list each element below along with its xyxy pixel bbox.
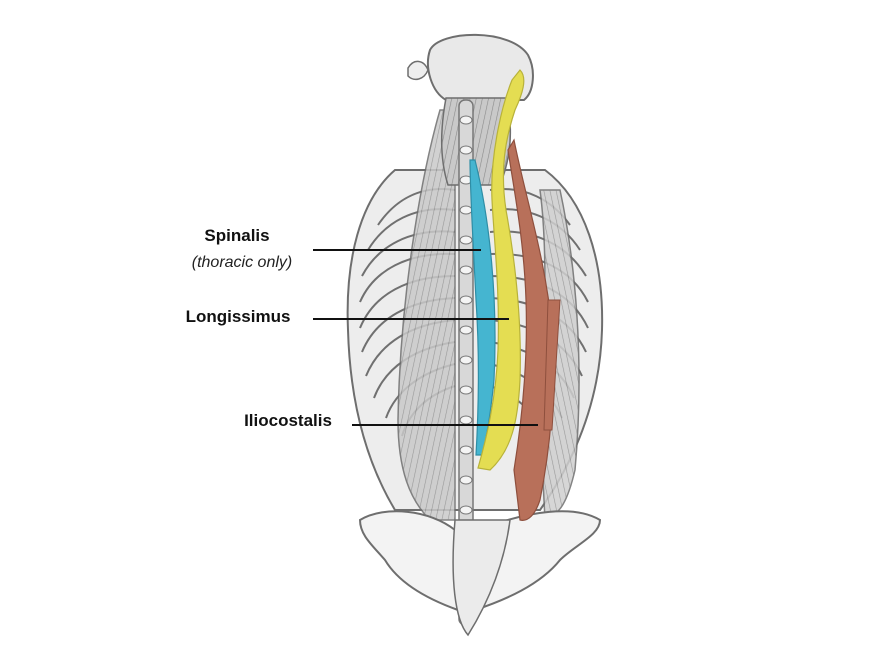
spinalis-leader-line [313,249,481,251]
longissimus-muscle [477,69,525,471]
longissimus-leader-line [313,318,509,320]
iliocostalis-leader-line [352,424,538,426]
iliocostalis-label: Iliocostalis [244,411,332,430]
spinalis-label: Spinalis [204,226,270,245]
pelvis [358,510,602,637]
vertebral-column [458,99,474,626]
spinalis-muscle [469,159,496,456]
iliocostalis-muscle [507,138,561,521]
spinalis-note: (thoracic only) [191,254,293,271]
longissimus-label: Longissimus [185,307,291,326]
